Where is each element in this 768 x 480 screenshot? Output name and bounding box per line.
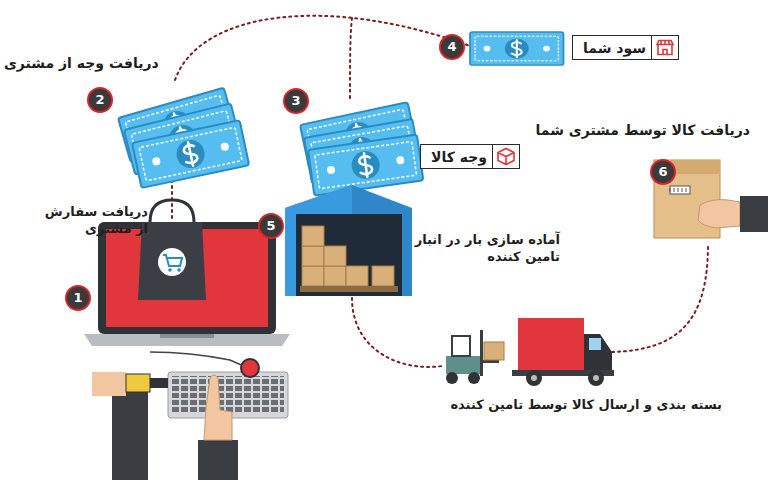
callout-number: 5 <box>258 213 284 239</box>
callout-number: 1 <box>65 285 91 311</box>
box-label: وجه کالا <box>431 149 487 165</box>
callout-number: 3 <box>283 88 309 114</box>
callout-number: 6 <box>650 159 676 185</box>
step-label: آماده سازی بار در انبار تامین کننده <box>395 232 560 266</box>
text-box: وجه کالا <box>420 144 520 169</box>
step-label: دریافت سفارش از مشتری <box>30 204 148 238</box>
box-label: سود شما <box>583 40 646 56</box>
step-label: بسته بندی و ارسال کالا توسط تامین کننده <box>450 397 722 414</box>
store-icon <box>651 36 678 59</box>
text-box: سود شما <box>572 35 679 60</box>
box-icon <box>492 145 519 168</box>
callout-number: 2 <box>87 87 113 113</box>
callout-number: 4 <box>439 34 465 60</box>
step-label: دریافت وجه از مشتری <box>4 54 159 72</box>
step-label: دریافت کالا توسط مشتری شما <box>536 121 750 139</box>
